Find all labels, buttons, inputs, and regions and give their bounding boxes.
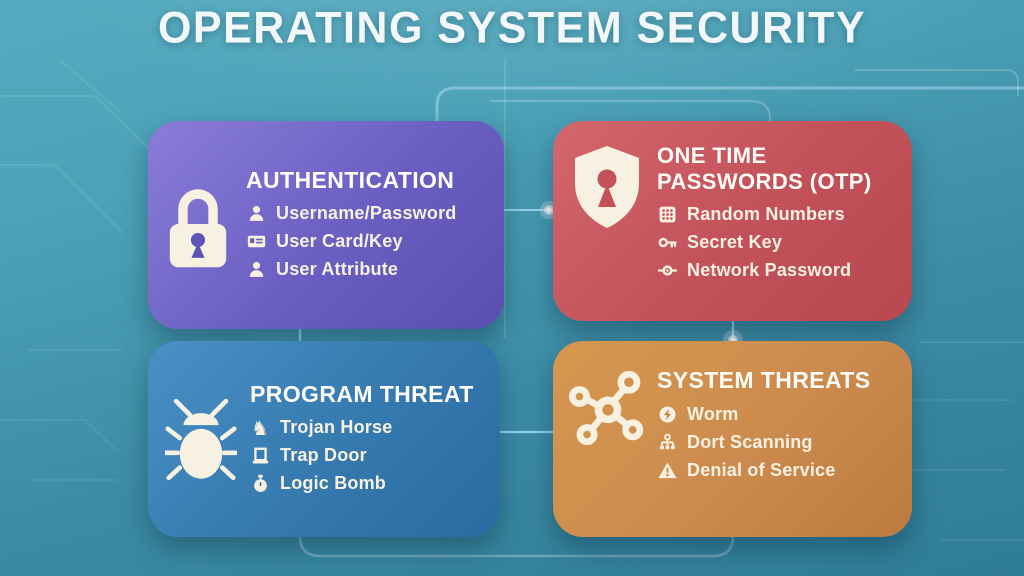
user-icon [246,260,266,280]
card-content: ONE TIME PASSWORDS (OTP) Random Numbers … [657,131,891,311]
card-title: PROGRAM THREAT [250,380,474,407]
key-icon [657,232,677,252]
card-list: Username/Password User Card/Key User Att… [246,200,456,284]
card-content: SYSTEM THREATS Worm Dort Scanning [657,353,870,525]
list-item-label: User Card/Key [276,231,403,251]
list-item-label: Logic Bomb [280,473,386,493]
card-one-time-passwords: ONE TIME PASSWORDS (OTP) Random Numbers … [553,121,912,321]
list-item-label: Denial of Service [687,459,836,480]
card-authentication: AUTHENTICATION Username/Password User Ca… [148,121,504,329]
list-item-label: Worm [687,403,739,424]
card-title: AUTHENTICATION [246,166,455,193]
list-item-label: Dort Scanning [687,431,813,452]
list-item: Trap Door [250,442,474,470]
list-item: Logic Bomb [250,470,474,498]
list-item-label: Network Password [687,259,852,280]
list-item: Secret Key [657,228,891,256]
list-item: Worm [657,400,870,428]
keypad-icon [657,204,677,224]
list-item-label: Trap Door [280,445,367,465]
list-item: User Attribute [246,256,456,284]
worm-bolt-icon [657,404,677,424]
list-item-label: Secret Key [687,231,783,252]
list-item: Dort Scanning [657,428,870,456]
list-item: User Card/Key [246,228,456,256]
warning-triangle-icon [657,460,677,480]
trapdoor-icon [250,446,270,466]
card-system-threats: SYSTEM THREATS Worm Dort Scanning [553,341,912,537]
card-program-threat: PROGRAM THREAT ♞ Trojan Horse Trap Door [148,341,500,537]
id-card-icon [246,232,266,252]
list-item-label: Username/Password [276,203,457,223]
card-content: PROGRAM THREAT ♞ Trojan Horse Trap Door [250,353,474,525]
list-item: Denial of Service [657,456,870,484]
bug-icon [164,353,238,525]
padlock-icon [166,135,230,315]
chess-knight-icon: ♞ [251,415,269,440]
user-icon [246,204,266,224]
list-item: Username/Password [246,200,456,228]
network-node-icon [657,260,677,280]
card-content: AUTHENTICATION Username/Password User Ca… [246,135,456,315]
list-item-label: Trojan Horse [280,417,393,437]
hierarchy-scan-icon [657,432,677,452]
list-item-label: Random Numbers [687,203,845,224]
list-item: ♞ Trojan Horse [250,414,474,442]
card-title: ONE TIME PASSWORDS (OTP) [657,143,872,194]
card-title: SYSTEM THREATS [657,367,871,393]
list-item-label: User Attribute [276,259,399,279]
list-item: Network Password [657,256,891,284]
card-list: Worm Dort Scanning Denial of Service [657,400,870,484]
shield-keyhole-icon [569,143,645,231]
network-nodes-icon [569,367,647,447]
card-list: Random Numbers Secret Key Network Passwo… [657,200,891,284]
stopwatch-bomb-icon [250,474,270,494]
card-list: ♞ Trojan Horse Trap Door Logic Bomb [250,414,474,498]
page-title: OPERATING SYSTEM SECURITY [157,3,867,53]
list-item: Random Numbers [657,200,891,228]
